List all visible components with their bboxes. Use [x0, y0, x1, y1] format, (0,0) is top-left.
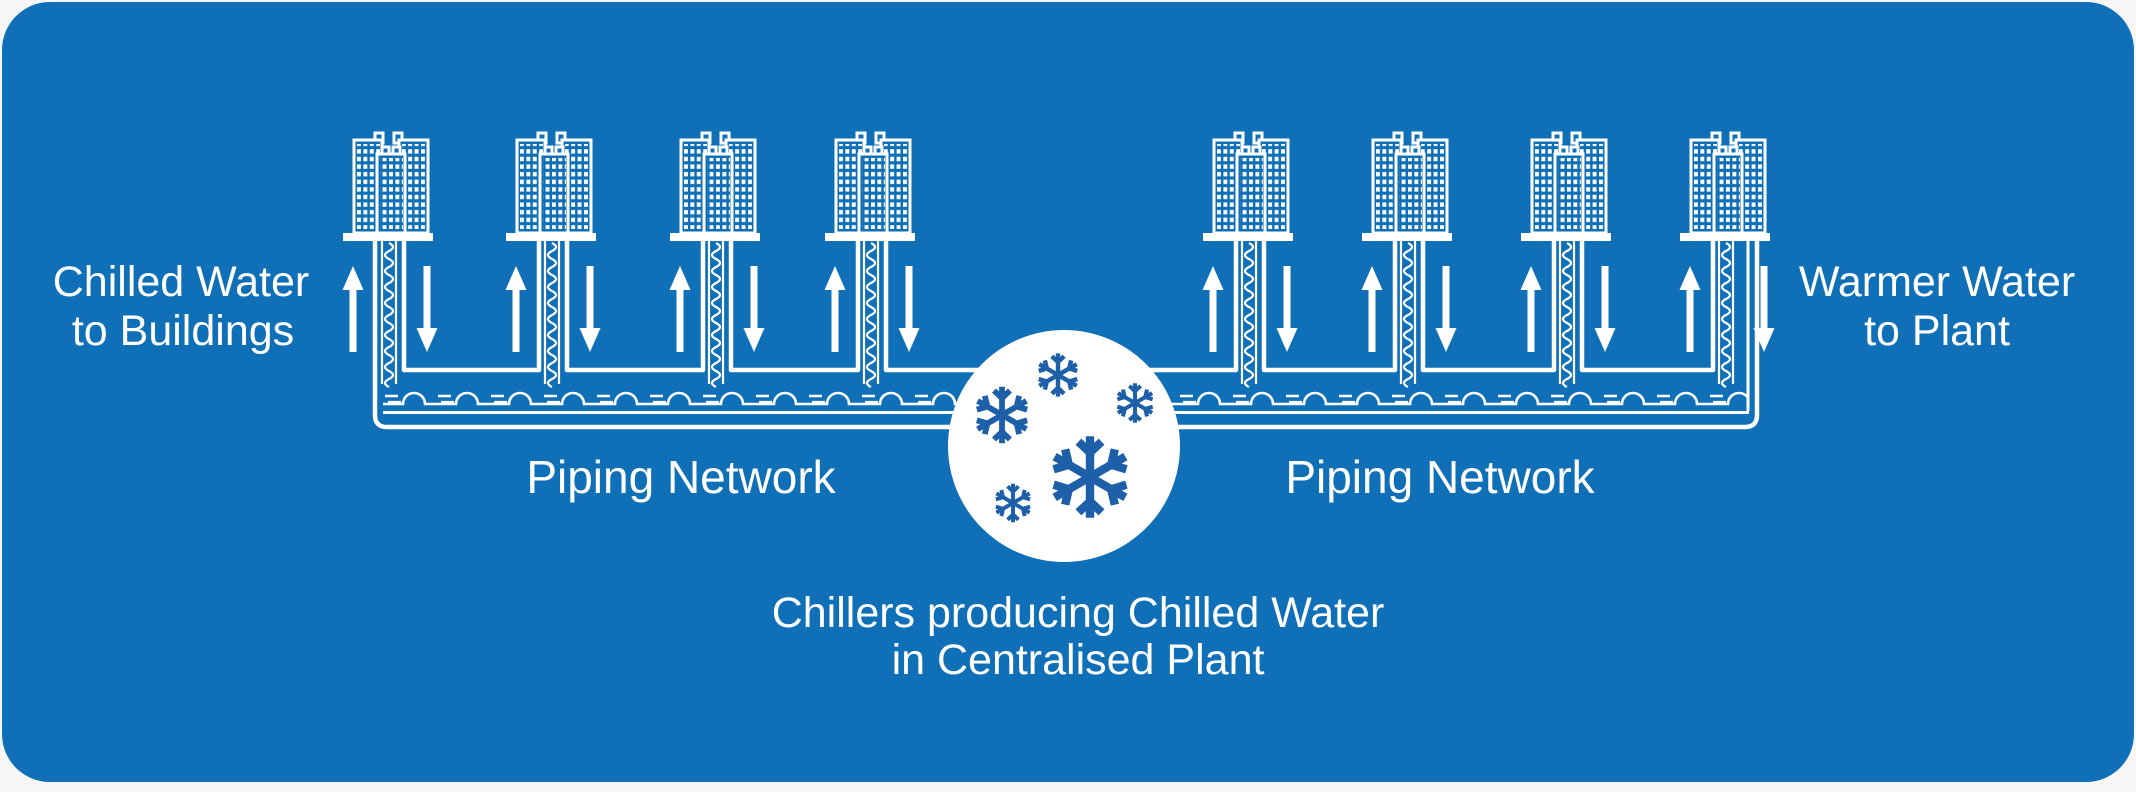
riser-pipe-squiggle — [546, 242, 558, 388]
building-icon — [341, 131, 435, 243]
pipe-connector — [401, 241, 542, 373]
riser-pipe-walls — [1558, 241, 1576, 384]
building-icon — [504, 131, 598, 243]
building-icon — [1678, 131, 1772, 243]
riser-pipe-walls — [707, 241, 725, 384]
riser-pipe-walls — [543, 241, 561, 384]
riser-pipe-walls — [1399, 241, 1417, 384]
building-icon — [823, 131, 917, 243]
riser-pipe-squiggle — [865, 242, 877, 388]
building-icon — [668, 131, 762, 243]
label-chillers-caption-line1: Chillers producing Chilled Water — [772, 589, 1385, 637]
building-icon — [1360, 131, 1454, 243]
building-icon — [1201, 131, 1295, 243]
pipe-connector — [1579, 241, 1716, 373]
pipe-connector — [1420, 241, 1557, 373]
riser-pipe-squiggle — [1561, 242, 1573, 388]
label-chilled-water-line2: to Buildings — [72, 307, 294, 355]
label-warmer-water-line2: to Plant — [1864, 307, 2010, 355]
riser-pipe-squiggle — [383, 242, 395, 388]
label-warmer-water-line1: Warmer Water — [1799, 258, 2075, 306]
riser-pipe-squiggle — [710, 242, 722, 388]
label-chillers-caption-line2: in Centralised Plant — [892, 636, 1265, 684]
building-icon — [1519, 131, 1613, 243]
riser-pipe-squiggle — [1402, 242, 1414, 388]
pipe-connector — [1261, 241, 1398, 373]
riser-pipe-walls — [380, 241, 398, 384]
riser-pipe-squiggle — [1243, 242, 1255, 388]
pipe-connector — [564, 241, 706, 373]
riser-pipe-walls — [862, 241, 880, 384]
riser-pipe-squiggle — [1720, 242, 1732, 388]
riser-pipe-walls — [1240, 241, 1258, 384]
label-piping-network-right: Piping Network — [1285, 451, 1595, 503]
diagram-labels: Chilled Water to Buildings Warmer Water … — [53, 258, 2075, 684]
chiller-plant-circle — [948, 330, 1180, 562]
pipe-connector — [728, 241, 861, 373]
label-chilled-water-line1: Chilled Water — [53, 258, 310, 306]
riser-pipe-walls — [1717, 241, 1735, 384]
label-piping-network-left: Piping Network — [526, 451, 836, 503]
